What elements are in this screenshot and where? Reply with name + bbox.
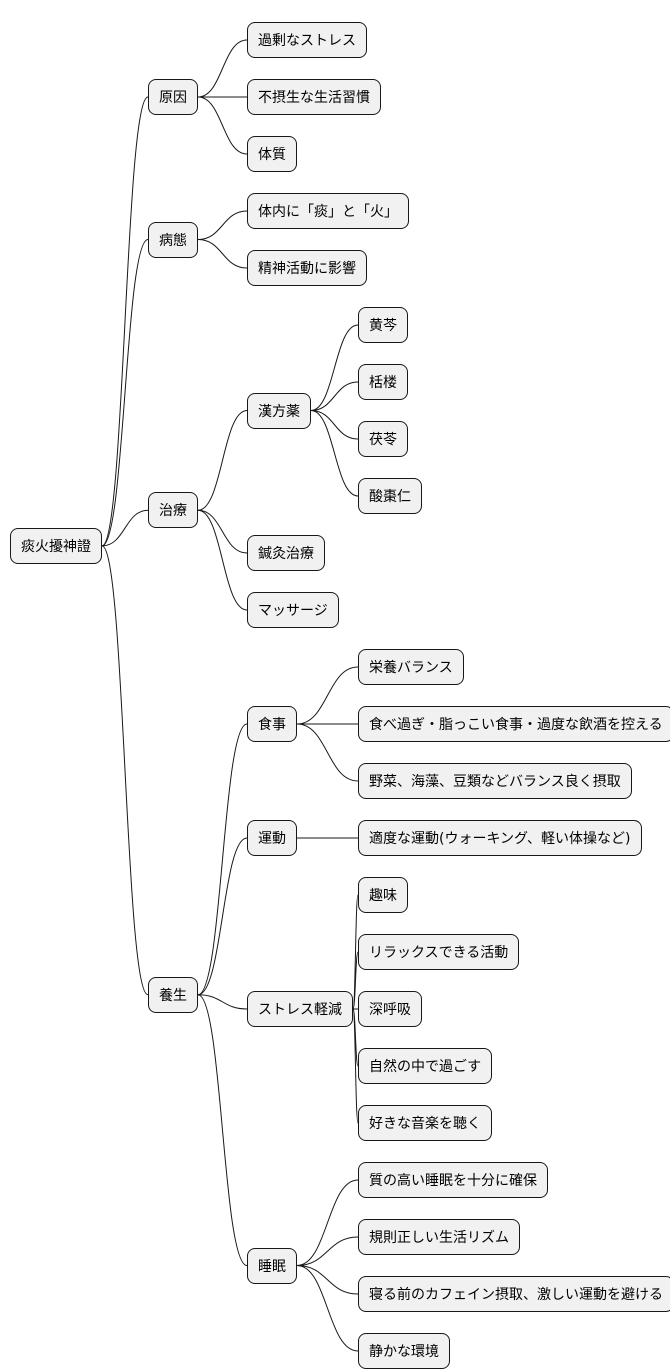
- mindmap-connector: [296, 666, 359, 725]
- mindmap-connector: [296, 723, 359, 782]
- mindmap-connector: [101, 509, 149, 547]
- mindmap-connector: [352, 1008, 359, 1124]
- mindmap-node: 漢方薬: [247, 392, 311, 429]
- mindmap-node: ストレス軽減: [247, 991, 353, 1027]
- mindmap-node: 精神活動に影響: [247, 250, 367, 286]
- mindmap-connector: [296, 1265, 359, 1295]
- mindmap-connector: [197, 994, 248, 1266]
- mindmap-connector: [101, 545, 149, 996]
- mindmap-connector: [197, 210, 248, 240]
- mindmap-node: 体内に「痰」と「火」: [247, 193, 409, 229]
- mindmap-node: 栝楼: [358, 364, 408, 400]
- mindmap-node: 趣味: [358, 877, 408, 913]
- mindmap-node: 野菜、海藻、豆類などバランス良く摂取: [358, 763, 632, 799]
- mindmap-connector: [197, 509, 248, 611]
- mindmap-connector: [197, 723, 248, 996]
- mindmap-node: 治療: [148, 492, 198, 529]
- mindmap-connector: [310, 381, 359, 411]
- mindmap-connector: [296, 1236, 359, 1266]
- mindmap-connector: [352, 951, 359, 1010]
- mindmap-connector: [101, 239, 149, 547]
- mindmap-connector: [296, 1179, 359, 1266]
- mindmap-node: 規則正しい生活リズム: [358, 1219, 520, 1255]
- mindmap-connector: [197, 837, 248, 996]
- mindmap-connector: [296, 1265, 359, 1352]
- mindmap-node: 食べ過ぎ・脂っこい食事・過度な飲酒を控える: [358, 706, 670, 742]
- mindmap-node: 好きな音楽を聴く: [358, 1105, 492, 1141]
- mindmap-node: 深呼吸: [358, 991, 422, 1027]
- mindmap-node: 栄養バランス: [358, 649, 464, 685]
- mindmap-node: 不摂生な生活習慣: [247, 79, 381, 115]
- mindmap-connector: [197, 509, 248, 554]
- mindmap-node: 鍼灸治療: [247, 535, 325, 571]
- mindmap-node: 静かな環境: [358, 1333, 450, 1369]
- mindmap-node: 質の高い睡眠を十分に確保: [358, 1162, 548, 1198]
- mindmap-root-node: 痰火擾神證: [10, 527, 102, 564]
- mindmap-node: 運動: [247, 820, 297, 856]
- mindmap-node: 養生: [148, 976, 198, 1013]
- mindmap-connector: [197, 410, 248, 511]
- mindmap-node: 睡眠: [247, 1247, 297, 1284]
- mindmap-node: 自然の中で過ごす: [358, 1048, 493, 1084]
- mindmap-connector: [197, 96, 248, 155]
- mindmap-node: 黄芩: [358, 307, 408, 343]
- mindmap-connector: [310, 410, 359, 440]
- mindmap-node: 寝る前のカフェイン摂取、激しい運動を避ける: [358, 1276, 670, 1312]
- mindmap-node: 食事: [247, 706, 297, 742]
- mindmap-node: マッサージ: [247, 592, 339, 628]
- mindmap-connector: [197, 239, 248, 269]
- mindmap-node: 酸棗仁: [358, 478, 422, 514]
- mindmap-node: リラックスできる活動: [358, 934, 520, 970]
- mindmap-node: 茯苓: [358, 421, 408, 457]
- mindmap-node: 病態: [148, 221, 198, 258]
- mindmap-connector: [310, 324, 359, 411]
- mindmap-connector: [101, 96, 149, 547]
- mindmap-node: 原因: [148, 79, 198, 115]
- mindmap-connector: [310, 410, 359, 497]
- mindmap-node: 過剰なストレス: [247, 22, 367, 58]
- mindmap-connector: [197, 994, 248, 1010]
- mindmap-connector: [197, 39, 248, 98]
- mindmap-node: 体質: [247, 136, 297, 172]
- mindmap-node: 適度な運動(ウォーキング、軽い体操など): [358, 820, 642, 856]
